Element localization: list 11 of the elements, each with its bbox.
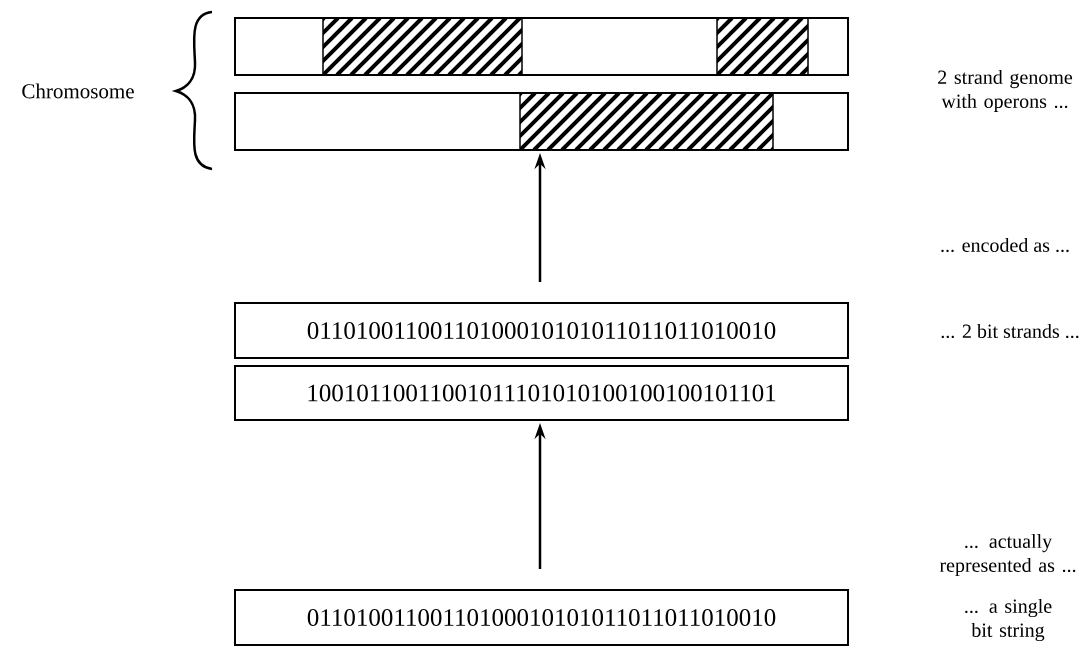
- strand-bar: [234, 92, 849, 151]
- annotation: ... a single bit string: [965, 598, 1052, 642]
- bit-string-box: 01101001100110100010101011011011010010: [234, 302, 849, 359]
- bit-string-box: 01101001100110100010101011011011010010: [234, 589, 849, 646]
- annotation: ... encoded as ...: [941, 237, 1069, 253]
- annotation: ... actually represented as ...: [939, 533, 1076, 577]
- annotation: ... 2 bit strands ...: [941, 323, 1079, 339]
- annotation: 2 strand genome with operons ...: [938, 69, 1073, 113]
- strand-bar: [234, 17, 849, 76]
- bit-string-box: 10010110011001011101010100100100101101: [234, 365, 849, 421]
- chromosome-label: Chromosome: [22, 83, 134, 99]
